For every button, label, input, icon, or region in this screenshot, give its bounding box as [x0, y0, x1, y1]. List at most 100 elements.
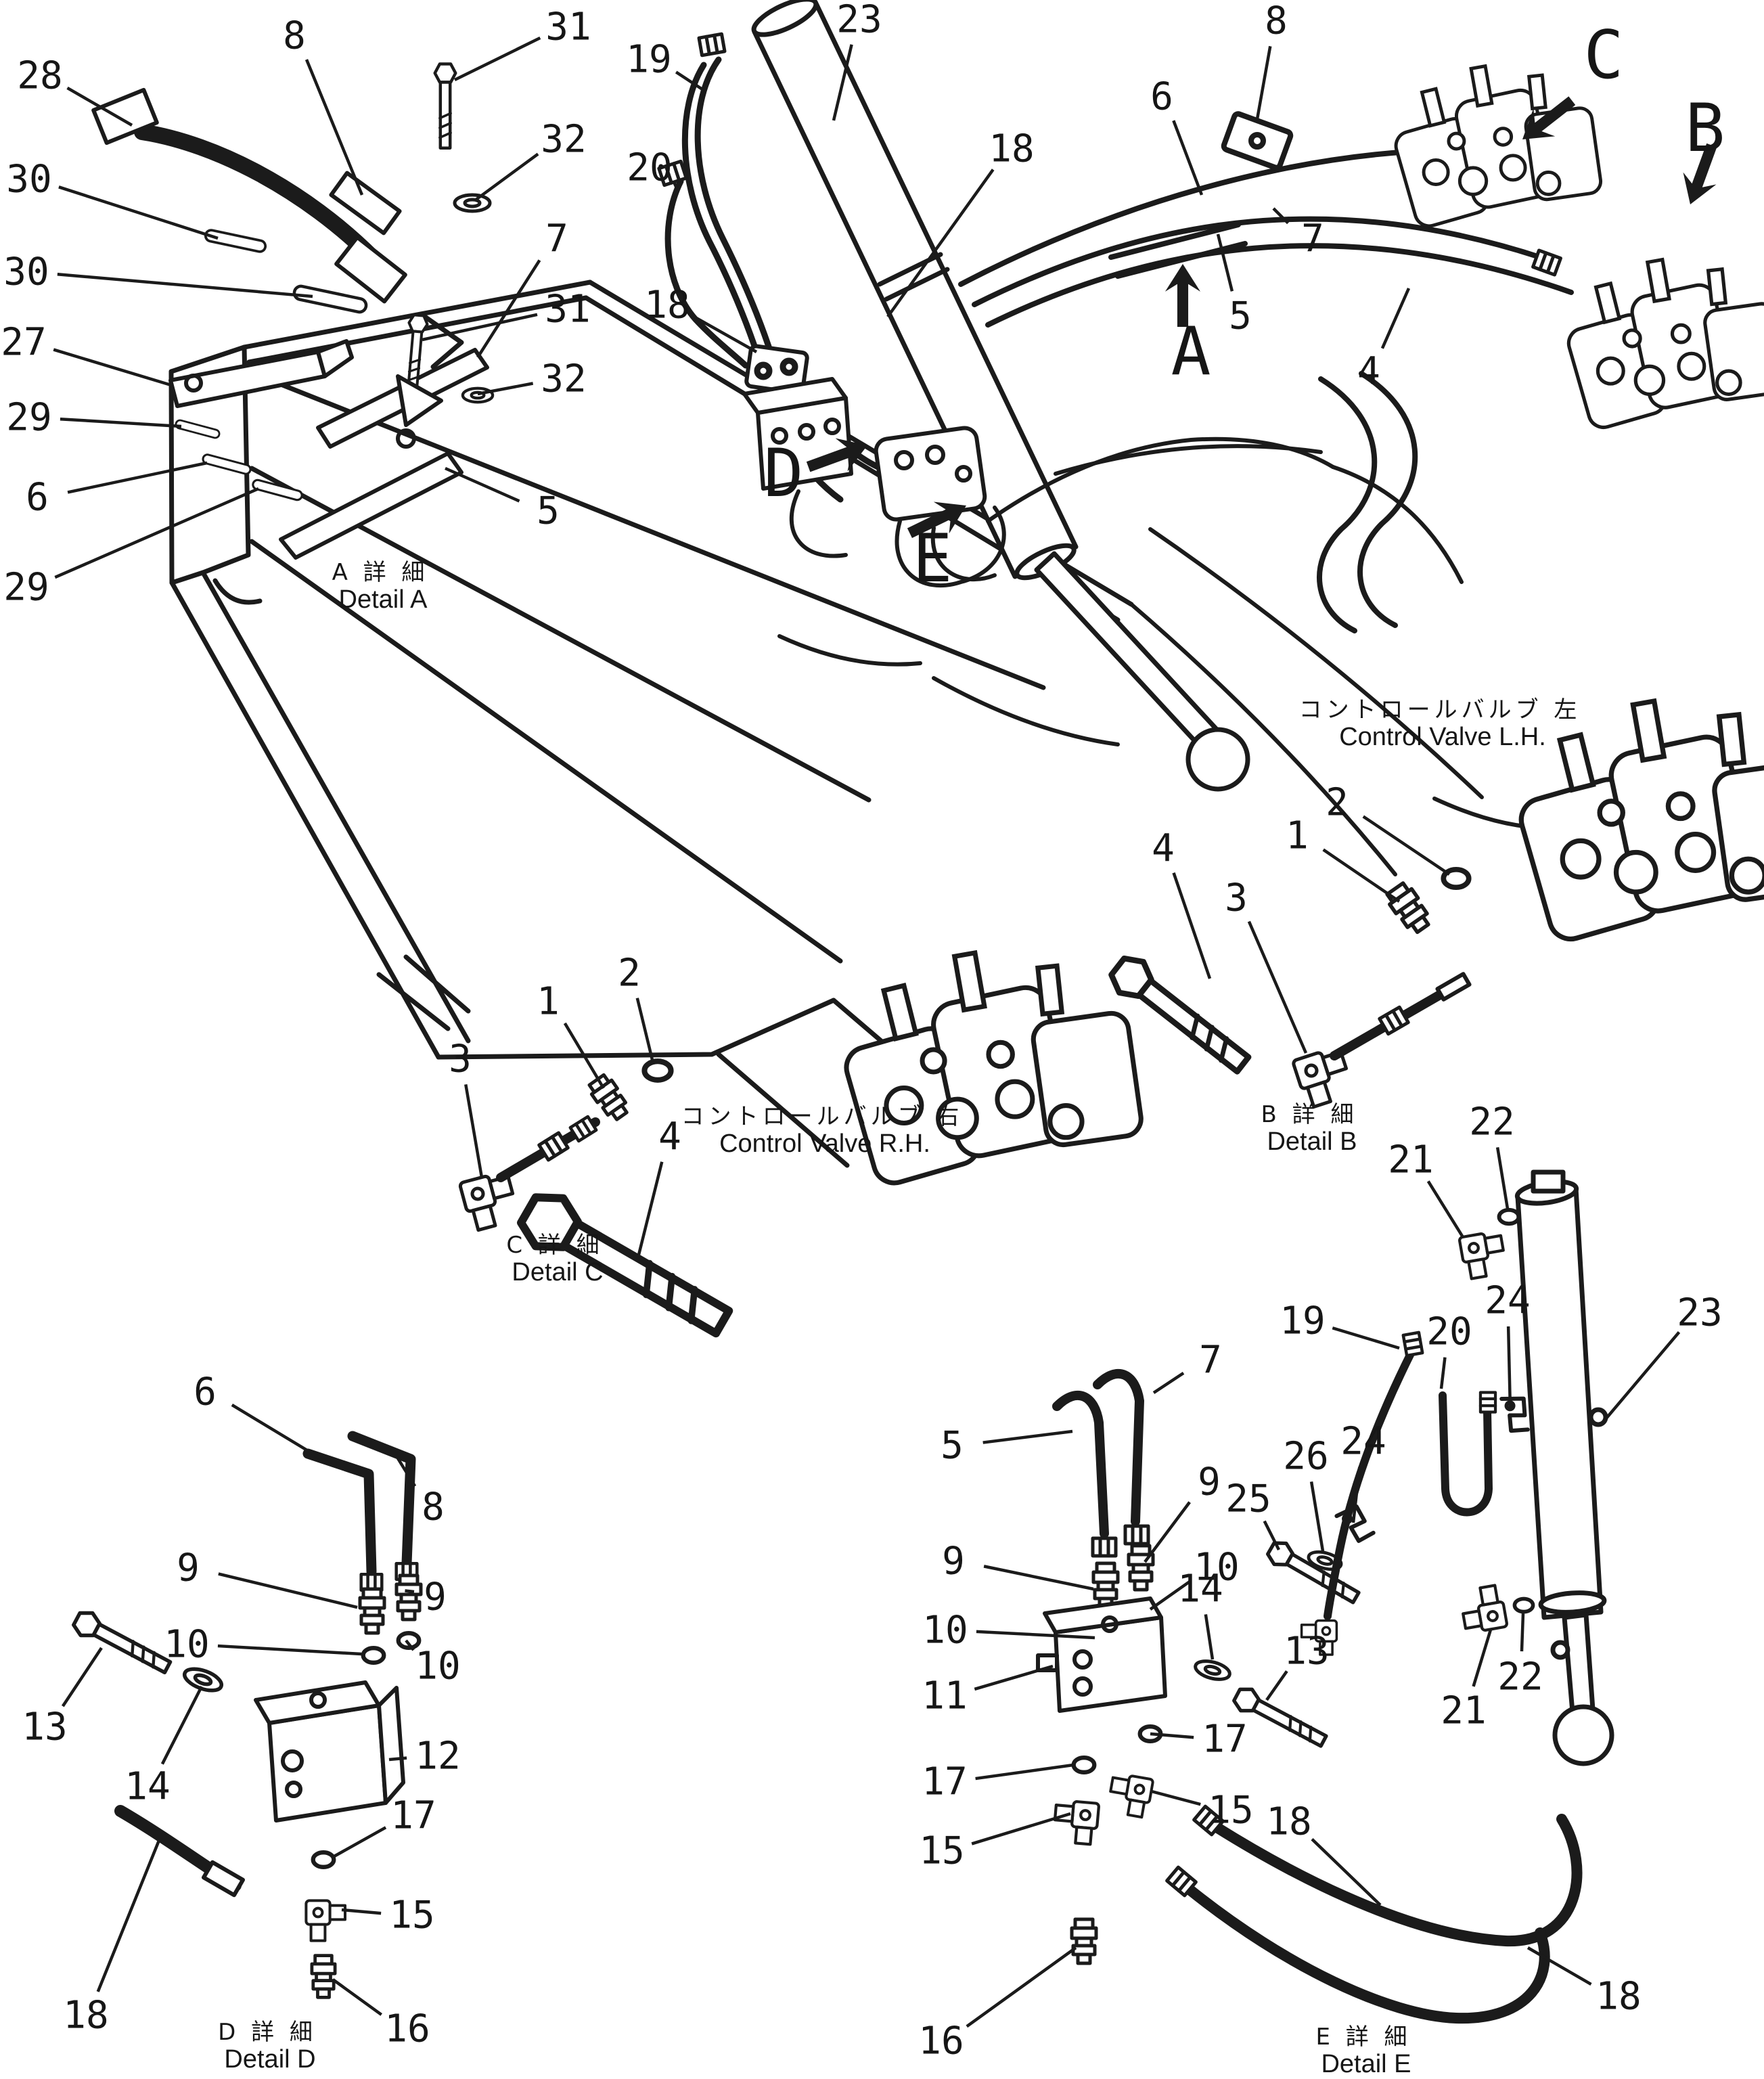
- caption-en-detail-c: Detail C: [512, 1258, 603, 1287]
- tube-5-icon: [1052, 1390, 1109, 1538]
- callout-5-45: 5: [941, 1424, 1073, 1468]
- leader-line: [54, 487, 259, 579]
- callout-15-42: 15: [341, 1894, 435, 1938]
- part-number-18: 18: [63, 1994, 108, 2038]
- callout-8-20: 8: [1255, 0, 1288, 120]
- control-valve-b: [1565, 260, 1764, 431]
- leader-line: [1255, 45, 1272, 120]
- leader-line: [218, 1572, 358, 1609]
- leader-line: [1309, 1481, 1325, 1552]
- part-number-19: 19: [1280, 1299, 1325, 1343]
- leader-line: [394, 1454, 417, 1488]
- hose-18-icon: [1184, 1884, 1550, 2024]
- elbow-3-icon: [1292, 1046, 1354, 1109]
- leader-line: [476, 259, 541, 359]
- leader-line: [1311, 1837, 1382, 1906]
- adapter-1-icon: [1384, 881, 1434, 936]
- part-number-6: 6: [1150, 75, 1173, 119]
- part-number-30: 30: [3, 250, 49, 294]
- part-number-16: 16: [918, 2019, 964, 2063]
- callout-17-65: 17: [922, 1760, 1074, 1804]
- leader-line: [1380, 288, 1411, 349]
- tube-8-icon: [347, 1431, 416, 1569]
- part-number-9: 9: [424, 1575, 447, 1619]
- bolt-31-icon: [435, 64, 456, 148]
- view-letter-B: B: [1685, 90, 1725, 167]
- part-number-14: 14: [1177, 1567, 1223, 1611]
- leader-line: [231, 1404, 334, 1467]
- caption-en-detail-e: Detail E: [1321, 2050, 1411, 2078]
- part-number-28: 28: [17, 54, 62, 98]
- view-marker-C: C: [1511, 17, 1624, 154]
- callout-21-60: 21: [1388, 1138, 1464, 1238]
- callout-16-43: 16: [332, 1978, 430, 2051]
- callout-6-11: 6: [26, 461, 208, 520]
- callout-24-56: 24: [1340, 1420, 1386, 1523]
- callout-32-3: 32: [474, 118, 587, 202]
- callout-1-25: 1: [1286, 814, 1401, 903]
- oring-22-icon: [1499, 1210, 1519, 1224]
- leader-line: [982, 1429, 1073, 1444]
- part-number-8: 8: [1265, 0, 1288, 43]
- callout-10-49: 10: [922, 1609, 1095, 1653]
- part-number-18: 18: [989, 127, 1034, 171]
- view-letter-A: A: [1171, 313, 1211, 390]
- leader-line: [694, 315, 758, 353]
- fitting-9-icon: [360, 1589, 384, 1633]
- callout-9-48: 9: [1144, 1460, 1221, 1563]
- view-letter-D: D: [763, 435, 803, 512]
- view-marker-B: B: [1673, 90, 1729, 210]
- part-number-5: 5: [1229, 294, 1252, 338]
- callout-26-54: 26: [1283, 1435, 1329, 1552]
- adapter-1-icon: [587, 1073, 632, 1123]
- leader-line: [971, 1812, 1071, 1846]
- part-number-9: 9: [177, 1546, 200, 1590]
- part-number-13: 13: [22, 1705, 67, 1749]
- callout-5-13: 5: [445, 466, 560, 533]
- leader-line: [1150, 1732, 1194, 1739]
- callout-15-68: 15: [1151, 1789, 1254, 1833]
- valve-block-11: [1036, 1596, 1167, 1713]
- callout-18-71: 18: [1526, 1946, 1642, 2019]
- part-number-10: 10: [164, 1623, 209, 1667]
- callout-18-44: 18: [63, 1835, 163, 2038]
- cylinder-hose-group: [659, 34, 898, 503]
- part-number-10: 10: [922, 1609, 968, 1653]
- leader-line: [975, 1763, 1074, 1781]
- leader-line: [464, 1083, 484, 1178]
- callout-18-70: 18: [1266, 1800, 1382, 1906]
- oring-17-icon: [1074, 1758, 1095, 1772]
- hose-20-icon: [1439, 1391, 1493, 1517]
- pipe-clamp-8: [1221, 111, 1294, 171]
- callout-30-5: 30: [3, 250, 313, 298]
- fitting-16-icon: [1072, 1919, 1096, 1963]
- callout-22-64: 22: [1497, 1613, 1543, 1699]
- leader-line: [474, 152, 539, 202]
- leader-line: [388, 1756, 407, 1762]
- leader-line: [1506, 1326, 1512, 1411]
- part-number-1: 1: [537, 980, 560, 1024]
- detail-b-parts: [1106, 870, 1472, 1109]
- callout-8-1: 8: [283, 14, 364, 196]
- leader-line: [477, 382, 534, 396]
- part-number-20: 20: [627, 146, 672, 190]
- part-number-17: 17: [922, 1760, 967, 1804]
- leader-line: [563, 1022, 605, 1090]
- callout-23-16: 23: [832, 0, 882, 121]
- leader-line: [332, 1826, 387, 1858]
- washer-14-icon: [1194, 1658, 1231, 1683]
- view-letter-E: E: [912, 520, 952, 598]
- part-number-15: 15: [1208, 1789, 1253, 1833]
- part-number-9: 9: [942, 1540, 965, 1584]
- caption-en-detail-d: Detail D: [224, 2045, 315, 2074]
- callout-10-36: 10: [164, 1623, 362, 1667]
- callout-28-0: 28: [17, 54, 133, 127]
- caption-en-control-valve-rh: Control Valve R.H.: [719, 1130, 930, 1158]
- control-valve-lh: [1516, 701, 1764, 944]
- part-number-4: 4: [658, 1115, 681, 1159]
